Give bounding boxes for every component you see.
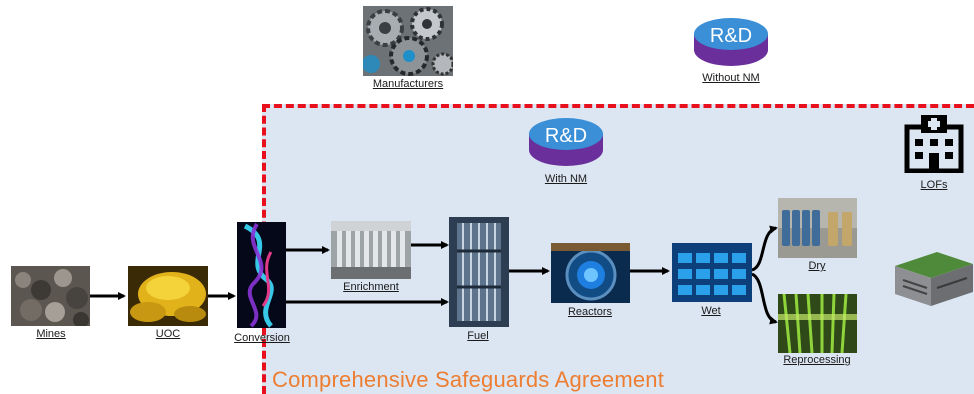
rd-with-nm-icon: R&D: [527, 114, 605, 168]
reprocessing-label: Reprocessing: [783, 354, 851, 366]
lofs-label: LOFs: [920, 179, 948, 191]
reprocessing-image: [778, 294, 857, 353]
wet-image: [672, 243, 752, 302]
dry-image: [778, 198, 857, 258]
manufacturers-label: Manufacturers: [372, 78, 444, 90]
dry-label: Dry: [808, 260, 826, 272]
enrichment-image: [331, 221, 411, 279]
rd-without-nm-label: Without NM: [702, 72, 760, 84]
arrow-wet-reprocessing: [751, 272, 778, 325]
reactors-label: Reactors: [567, 306, 613, 318]
fuel-label: Fuel: [467, 330, 489, 342]
rd-with-nm-label: With NM: [544, 173, 588, 185]
building-icon: [903, 113, 965, 173]
conversion-image: [237, 222, 286, 328]
rd-without-nm-icon: R&D: [692, 14, 770, 68]
svg-text:R&D: R&D: [545, 125, 587, 147]
fuel-image: [449, 217, 509, 327]
uoc-image: [128, 266, 208, 326]
conversion-label: Conversion: [234, 332, 290, 344]
uoc-label: UOC: [155, 328, 181, 340]
arrow-wet-dry: [751, 225, 778, 272]
manufacturers-image: [363, 6, 453, 76]
repository-image: [893, 244, 974, 308]
mines-label: Mines: [36, 328, 66, 340]
wet-label: Wet: [701, 305, 721, 317]
csa-title: Comprehensive Safeguards Agreement: [272, 367, 665, 392]
svg-text:R&D: R&D: [710, 25, 752, 47]
enrichment-label: Enrichment: [343, 281, 399, 293]
reactors-image: [551, 243, 630, 303]
mines-image: [11, 266, 90, 326]
